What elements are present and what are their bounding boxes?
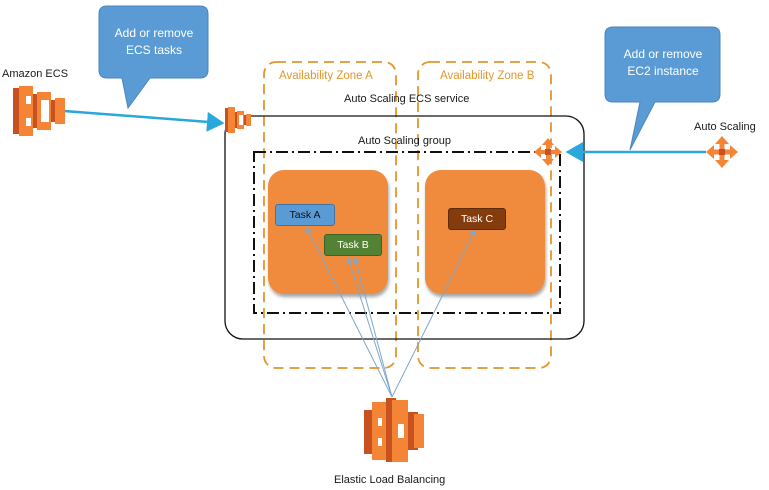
amazon-ecs-icon — [13, 86, 65, 136]
elastic-load-balancing-label: Elastic Load Balancing — [334, 474, 446, 486]
auto-scaling-group-label: Auto Scaling group — [358, 135, 451, 147]
ec2-instance-a — [268, 170, 388, 294]
ecs-service-box — [224, 115, 585, 340]
amazon-ecs-label: Amazon ECS — [2, 68, 69, 80]
ec2-instance-b — [425, 170, 545, 294]
callout-ecs-line1: Add or remove — [114, 26, 194, 40]
callout-ecs-tasks-text: Add or remove ECS tasks — [99, 25, 209, 59]
ecs-service-label: Auto Scaling ECS service — [344, 93, 470, 105]
task-c: Task C — [448, 208, 506, 230]
elastic-load-balancing-icon — [364, 398, 424, 462]
ecs-scaling-arrow — [63, 109, 225, 132]
availability-zone-b-label: Availability Zone B — [440, 70, 535, 82]
availability-zone-b-box — [417, 61, 552, 369]
task-a: Task A — [275, 204, 335, 226]
callout-ecs-line2: ECS tasks — [125, 43, 182, 57]
ecs-service-icon — [225, 107, 251, 133]
callout-ec2-line1: Add or remove — [623, 47, 703, 61]
callout-ec2-instance — [604, 26, 721, 151]
auto-scaling-label: Auto Scaling — [694, 121, 756, 133]
auto-scaling-icon — [706, 136, 738, 168]
callout-ecs-tasks — [98, 5, 209, 110]
callout-ec2-line2: EC2 instance — [627, 64, 699, 78]
asg-auto-scaling-icon — [534, 138, 562, 166]
availability-zone-a-box — [263, 61, 397, 369]
callout-ec2-instance-text: Add or remove EC2 instance — [605, 46, 721, 80]
elb-connections — [306, 227, 476, 398]
task-b: Task B — [324, 234, 382, 256]
auto-scaling-group-box — [253, 151, 561, 314]
availability-zone-a-label: Availability Zone A — [279, 70, 373, 82]
